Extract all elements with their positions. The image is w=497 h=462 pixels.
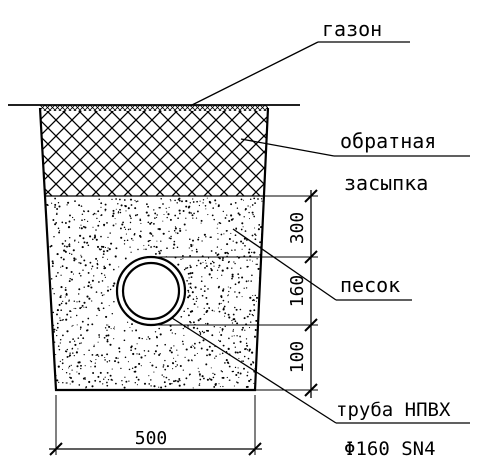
label-sand: песок	[340, 273, 400, 297]
dim-width: 500	[135, 428, 168, 449]
dim-ticks-vertical	[304, 189, 318, 397]
leader-lawn	[189, 41, 319, 107]
leader-pipe	[171, 317, 337, 424]
dim-top-sand: 300	[287, 212, 308, 245]
lawn-layer	[40, 105, 268, 111]
label-backfill-line1: обратная	[340, 129, 436, 153]
leader-sand	[232, 228, 337, 301]
sand-fill	[41, 197, 268, 389]
label-backfill-line2: засыпка	[344, 171, 428, 195]
label-lawn: газон	[322, 17, 382, 41]
leader-backfill	[240, 138, 335, 157]
dim-pipe-diameter: 160	[287, 275, 308, 308]
label-pipe-line1: труба НПВХ	[336, 399, 451, 421]
dim-bottom-sand: 100	[287, 341, 308, 374]
backfill-hatch	[40, 111, 268, 196]
dim-ticks-horizontal	[49, 442, 262, 456]
label-pipe-line2: Φ160 SN4	[344, 438, 436, 460]
pipe-inner	[121, 261, 181, 321]
